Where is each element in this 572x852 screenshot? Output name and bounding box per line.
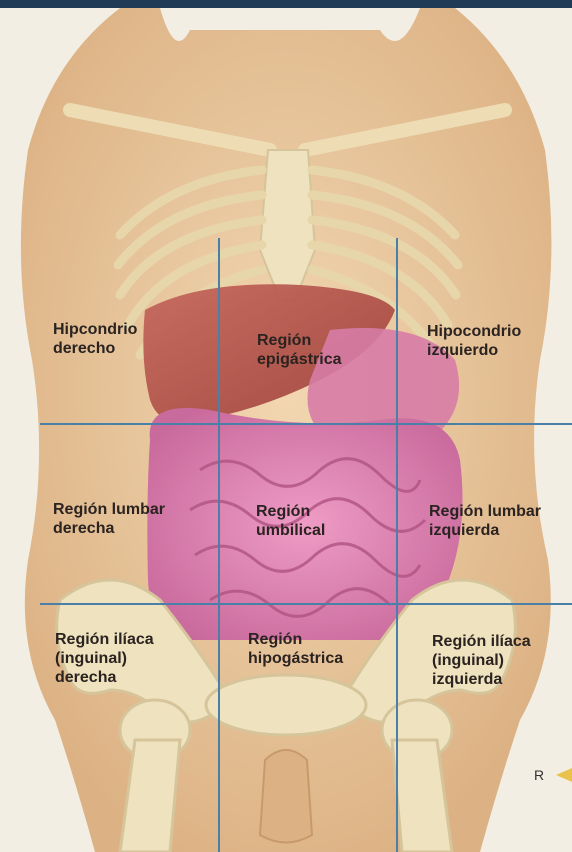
label-line: (inguinal) [432,651,531,670]
label-line: izquierdo [427,341,521,360]
label-line: Región ilíaca [432,632,531,651]
label-line: derecho [53,339,137,358]
orientation-marker: R [534,767,544,783]
label-line: izquierda [429,521,541,540]
label-line: Región [248,630,343,649]
label-line: epigástrica [257,350,341,369]
label-line: derecha [53,519,165,538]
label-region-hipogastrica: Región hipogástrica [248,630,343,668]
label-line: Hipcondrio [53,320,137,339]
label-region-umbilical: Región umbilical [256,502,325,540]
label-line: (inguinal) [55,649,154,668]
label-line: Región [257,331,341,350]
label-line: Región lumbar [429,502,541,521]
label-line: umbilical [256,521,325,540]
genital-region [260,750,312,843]
label-line: hipogástrica [248,649,343,668]
label-region-iliaca-izquierda: Región ilíaca (inguinal) izquierda [432,632,531,689]
label-line: Región ilíaca [55,630,154,649]
label-line: derecha [55,668,154,687]
top-bar [0,0,572,8]
label-region-iliaca-derecha: Región ilíaca (inguinal) derecha [55,630,154,687]
label-line: Hipocondrio [427,322,521,341]
label-line: Región lumbar [53,500,165,519]
label-hipocondrio-izquierdo: Hipocondrio izquierdo [427,322,521,360]
label-line: izquierda [432,670,531,689]
label-hipocondrio-derecho: Hipcondrio derecho [53,320,137,358]
label-region-lumbar-derecha: Región lumbar derecha [53,500,165,538]
label-line: Región [256,502,325,521]
label-region-epigastrica: Región epigástrica [257,331,341,369]
label-region-lumbar-izquierda: Región lumbar izquierda [429,502,541,540]
